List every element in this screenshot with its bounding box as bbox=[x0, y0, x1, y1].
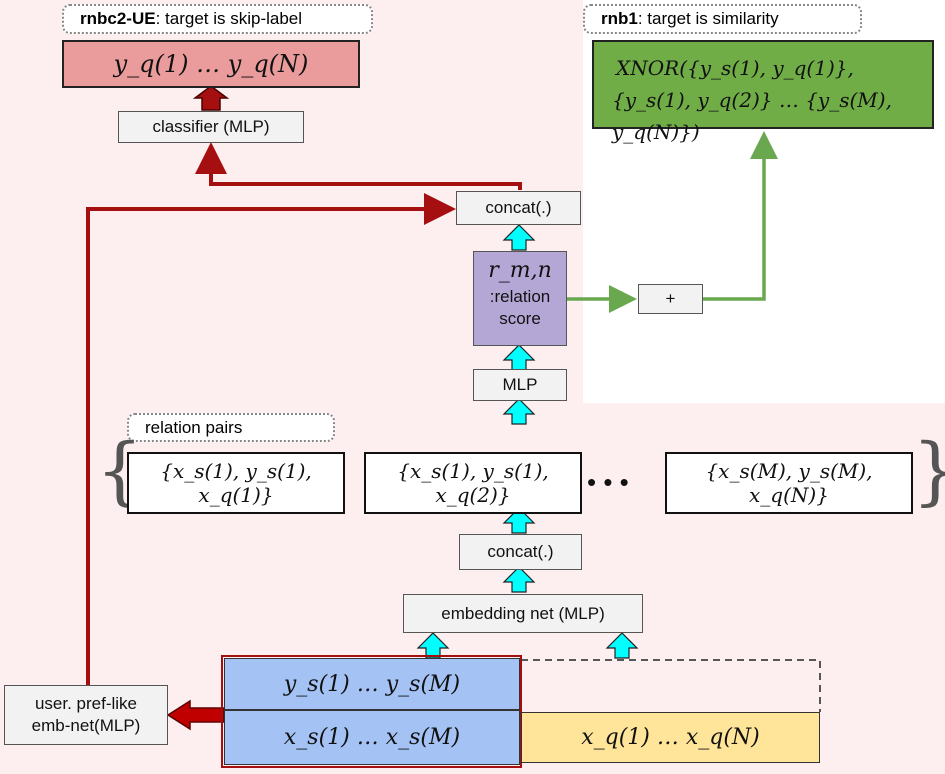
support-y-text: y_s(1) … y_s(M) bbox=[283, 671, 461, 697]
plus-label: + bbox=[665, 289, 676, 308]
user-pref-box: user. pref-like emb-net(MLP) bbox=[4, 685, 168, 745]
cyan-arrow-embed-to-concat bbox=[502, 566, 536, 593]
relation-pair-box-2: {x_s(1), y_s(1), x_q(2)} bbox=[364, 452, 582, 514]
classifier-box: classifier (MLP) bbox=[118, 111, 304, 143]
concat-mid-box: concat(.) bbox=[459, 534, 582, 570]
embedding-net-label: embedding net (MLP) bbox=[441, 603, 605, 623]
query-x-box: x_q(1) … x_q(N) bbox=[521, 712, 820, 763]
relation-pair-box-3: {x_s(M), y_s(M), x_q(N)} bbox=[665, 452, 913, 514]
cyan-arrow-mlp-to-score bbox=[502, 344, 536, 371]
skip-label-output-box: y_q(1) … y_q(N) bbox=[62, 40, 360, 88]
embedding-net-box: embedding net (MLP) bbox=[403, 594, 643, 633]
user-pref-line2: emb-net(MLP) bbox=[31, 716, 141, 735]
relation-pair-text-1: {x_s(1), y_s(1), x_q(1)} bbox=[160, 459, 312, 507]
mlp-label: MLP bbox=[502, 375, 538, 394]
relation-score-line1: :relation bbox=[489, 287, 551, 306]
rnbc2-ue-title-bold: rnbc2-UE bbox=[80, 9, 156, 28]
concat-top-box: concat(.) bbox=[456, 191, 581, 225]
support-x-text: x_s(1) … x_s(M) bbox=[283, 725, 461, 750]
support-x-box: x_s(1) … x_s(M) bbox=[224, 710, 520, 765]
support-y-box: y_s(1) … y_s(M) bbox=[224, 658, 520, 710]
relation-pair-text-3: {x_s(M), y_s(M), x_q(N)} bbox=[705, 459, 873, 507]
pairs-ellipsis: • • • bbox=[587, 467, 629, 497]
concat-top-label: concat(.) bbox=[485, 198, 552, 217]
mlp-box: MLP bbox=[473, 369, 567, 401]
relation-score-line2: score bbox=[499, 309, 541, 328]
relation-score-box: r_m,n :relation score bbox=[473, 251, 567, 346]
relation-pair-text-2: {x_s(1), y_s(1), x_q(2)} bbox=[397, 459, 549, 507]
rnb1-title-rest: : target is similarity bbox=[637, 9, 779, 28]
cyan-arrow-query-to-embed bbox=[605, 632, 639, 659]
rnbc2-ue-title: rnbc2-UE: target is skip-label bbox=[62, 4, 373, 34]
xnor-output-box: XNOR({y_s(1), y_q(1)}, {y_s(1), y_q(2)} … bbox=[592, 40, 934, 144]
support-set-frame bbox=[221, 655, 522, 768]
classifier-to-output-arrow bbox=[192, 85, 230, 111]
rnbc2-ue-title-rest: : target is skip-label bbox=[155, 9, 303, 28]
support-to-user-pref-arrow bbox=[166, 699, 225, 731]
xnor-line-1: XNOR({y_s(1), y_q(1)}, bbox=[616, 56, 854, 80]
dashed-support-outline bbox=[521, 659, 821, 712]
skip-label-output-text: y_q(1) … y_q(N) bbox=[113, 50, 309, 78]
relation-pairs-title: relation pairs bbox=[127, 413, 335, 442]
concat-to-classifier-arrow bbox=[195, 142, 522, 190]
user-pref-to-concat-arrow bbox=[86, 193, 456, 685]
query-x-text: x_q(1) … x_q(N) bbox=[581, 725, 760, 750]
cyan-arrow-pairs-to-mlp bbox=[502, 398, 536, 425]
classifier-label: classifier (MLP) bbox=[152, 117, 270, 136]
rnb1-title-bold: rnb1 bbox=[601, 9, 638, 28]
user-pref-line1: user. pref-like bbox=[34, 694, 138, 713]
relation-pairs-label: relation pairs bbox=[145, 417, 243, 437]
relation-score-symbol: r_m,n bbox=[488, 258, 552, 283]
xnor-line-2: {y_s(1), y_q(2)} … {y_s(M), y_q(N)}) bbox=[612, 88, 892, 144]
right-brace: } bbox=[912, 434, 945, 508]
plus-box: + bbox=[638, 284, 703, 314]
rnb1-title: rnb1: target is similarity bbox=[583, 4, 862, 34]
cyan-arrow-score-to-concat bbox=[502, 224, 536, 251]
plus-to-xnor-arrow bbox=[703, 131, 778, 301]
relation-pair-box-1: {x_s(1), y_s(1), x_q(1)} bbox=[127, 452, 345, 514]
cyan-arrow-concat-to-pairs bbox=[502, 507, 536, 534]
concat-mid-label: concat(.) bbox=[487, 542, 554, 561]
